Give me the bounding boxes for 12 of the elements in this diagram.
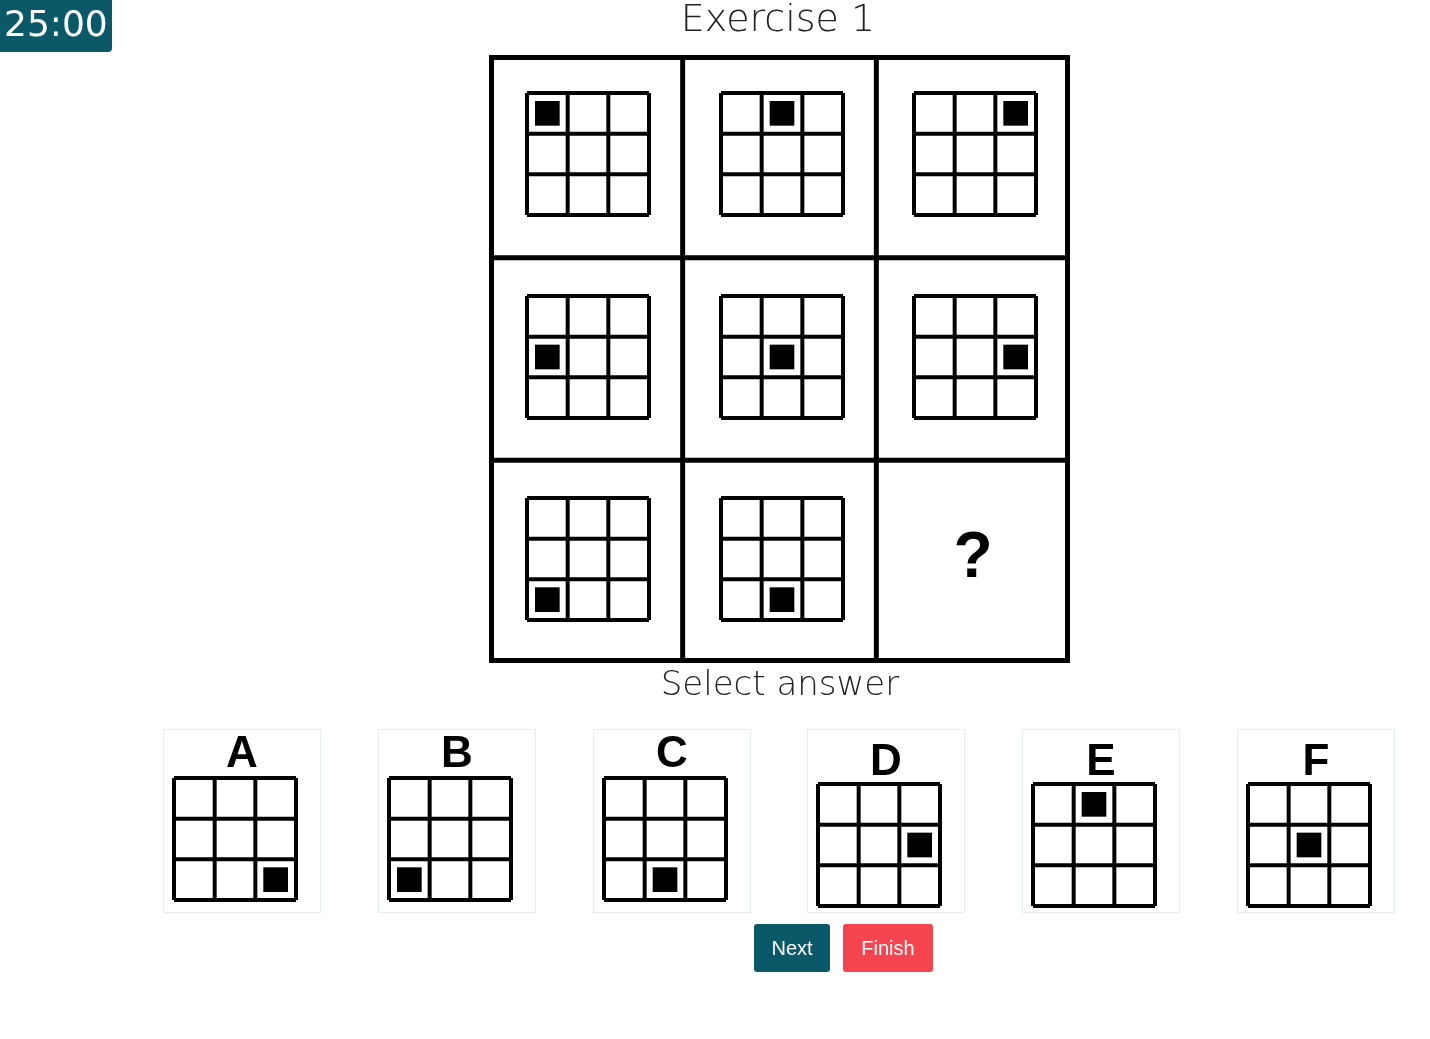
- option-letter: C: [655, 730, 689, 774]
- finish-button: Finish: [843, 924, 933, 972]
- option-letter: E: [1085, 738, 1117, 782]
- question-mark: ?: [953, 520, 994, 591]
- option-letter: B: [440, 730, 474, 774]
- option-letter: D: [869, 738, 903, 782]
- countdown-timer: 25:00: [0, 0, 112, 52]
- select-answer-heading: Select answer: [659, 663, 901, 703]
- option-letter: F: [1301, 738, 1331, 782]
- next-button: Next: [754, 924, 830, 972]
- exercise-title: Exercise 1: [679, 0, 877, 40]
- option-letter: A: [225, 730, 259, 774]
